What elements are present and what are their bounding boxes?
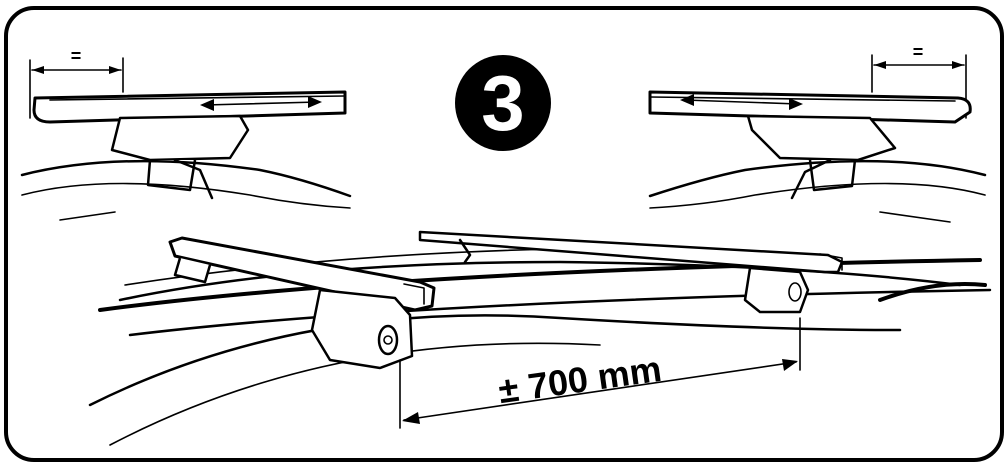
- step-badge: 3: [455, 55, 551, 151]
- distance-label: ± 700 mm: [496, 348, 664, 411]
- step-number: 3: [481, 59, 524, 147]
- main-roof-rack: ± 700 mm: [88, 230, 992, 446]
- equal-sign-left: =: [71, 46, 82, 66]
- right-detail: =: [648, 42, 987, 223]
- left-detail: =: [20, 46, 352, 221]
- equal-sign-right: =: [913, 42, 924, 62]
- diagram-frame: [4, 6, 1004, 462]
